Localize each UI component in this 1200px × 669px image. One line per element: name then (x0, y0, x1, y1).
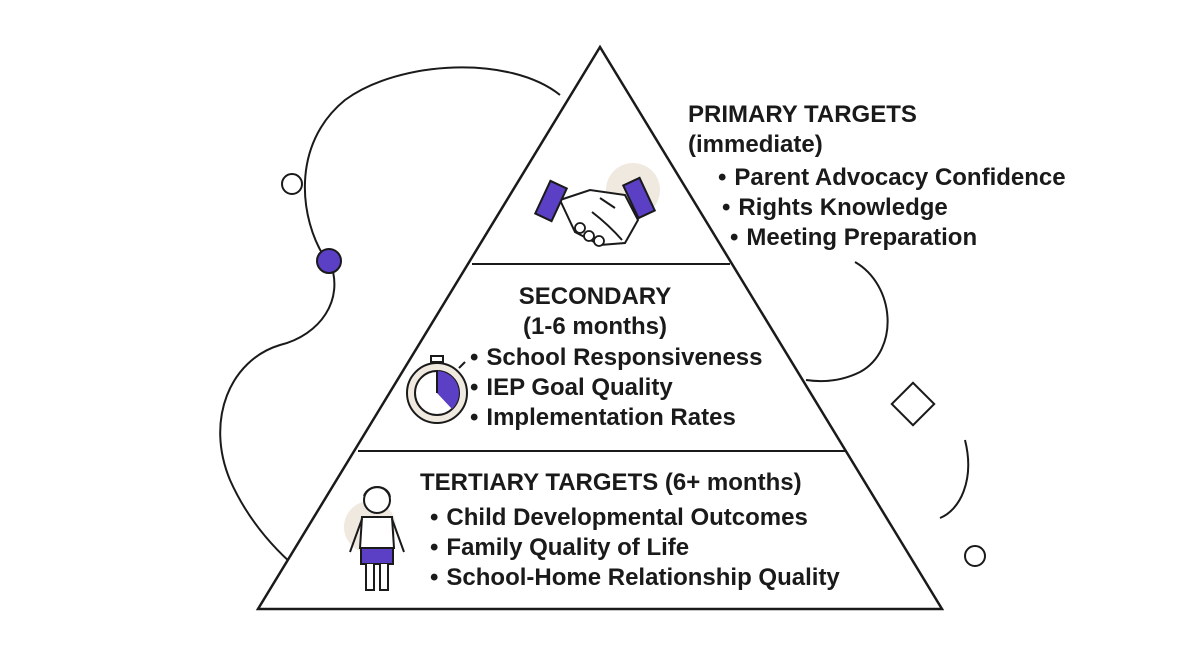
secondary-title: SECONDARY (518, 283, 672, 310)
list-item: Child Developmental Outcomes (430, 503, 840, 533)
list-item: Rights Knowledge (722, 193, 1066, 223)
tertiary-title: TERTIARY TARGETS (6+ months) (420, 469, 802, 496)
decorative-curve (304, 66, 561, 259)
list-item: Implementation Rates (470, 403, 763, 433)
decorative-diamond (890, 381, 936, 427)
secondary-subtitle: (1-6 months) (523, 313, 667, 340)
decorative-circle (964, 545, 986, 567)
child-icon (344, 486, 405, 591)
primary-tier-label: PRIMARY TARGETS (immediate) (688, 100, 917, 160)
decorative-curve (939, 439, 970, 519)
primary-list: Parent Advocacy Confidence Rights Knowle… (718, 163, 1066, 253)
decorative-curve (219, 261, 336, 576)
secondary-tier-label: SECONDARY (1-6 months) (480, 282, 710, 342)
list-item: Family Quality of Life (430, 533, 840, 563)
decorative-curve (805, 261, 889, 382)
secondary-list: School Responsiveness IEP Goal Quality I… (470, 343, 763, 433)
stopwatch-icon (406, 355, 468, 424)
decorative-circle (281, 173, 303, 195)
pyramid-outline (255, 44, 945, 611)
handshake-icon (533, 163, 660, 247)
primary-subtitle: (immediate) (688, 131, 823, 158)
list-item: School-Home Relationship Quality (430, 563, 839, 593)
list-item: School Responsiveness (470, 343, 762, 373)
list-item: IEP Goal Quality (470, 373, 763, 403)
list-item: Meeting Preparation (730, 223, 1066, 253)
primary-title: PRIMARY TARGETS (688, 101, 917, 128)
list-item: Parent Advocacy Confidence (718, 163, 1065, 193)
tertiary-list: Child Developmental Outcomes Family Qual… (430, 503, 840, 593)
decorative-dot (316, 248, 342, 274)
